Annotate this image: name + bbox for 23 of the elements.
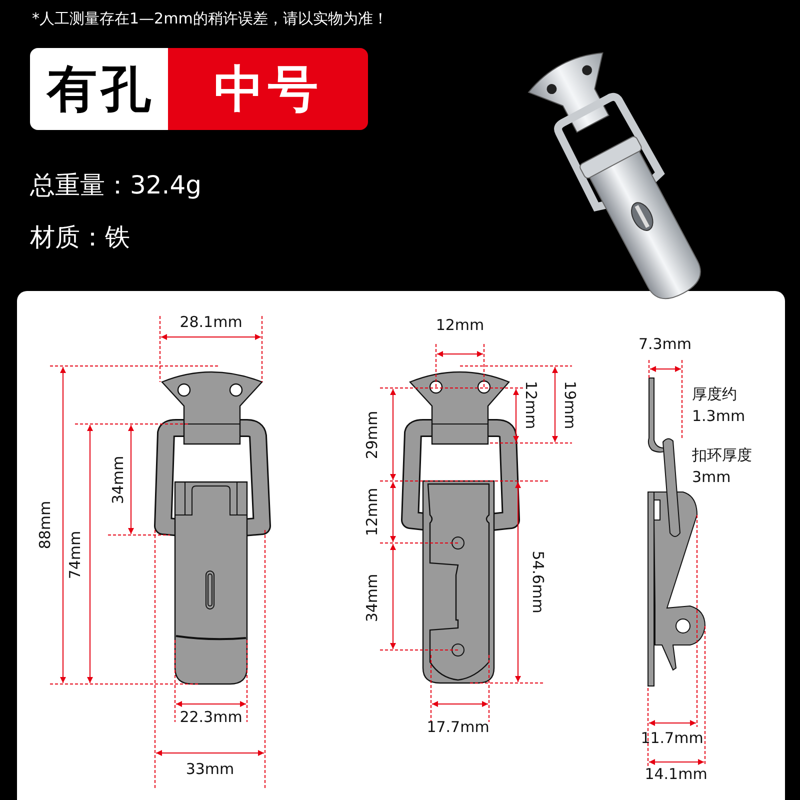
dimension-label: 12mm (522, 380, 540, 430)
dimension-label: 7.3mm (638, 335, 692, 353)
spec-text: 材质：铁 (30, 222, 130, 252)
dimension-label: 12mm (436, 316, 484, 334)
dimension-label: 11.7mm (640, 729, 704, 747)
dimension-label: 厚度约 1.3mm (692, 384, 746, 427)
badge: 中号 (168, 48, 368, 130)
dimension-label: 17.7mm (426, 718, 490, 736)
dimension-label: 34mm (109, 456, 127, 504)
dimension-label: 14.1mm (644, 765, 708, 783)
dimension-label: 34mm (363, 574, 381, 622)
spec-text: 总重量：32.4g (30, 170, 202, 200)
dimension-label: 33mm (186, 760, 234, 778)
note-text: *人工测量存在1—2mm的稍许误差，请以实物为准！ (32, 10, 388, 28)
dimension-label: 19mm (561, 380, 579, 430)
dimension-label: 22.3mm (180, 708, 242, 726)
dimension-label: 28.1mm (180, 313, 242, 331)
dimension-label: 88mm (36, 500, 54, 550)
dimension-label: 74mm (66, 530, 84, 580)
dimension-label: 29mm (363, 410, 381, 460)
dimension-label: 54.6mm (529, 550, 547, 614)
dimension-label: 12mm (363, 488, 381, 536)
dimension-label: 扣环厚度 3mm (692, 445, 753, 488)
